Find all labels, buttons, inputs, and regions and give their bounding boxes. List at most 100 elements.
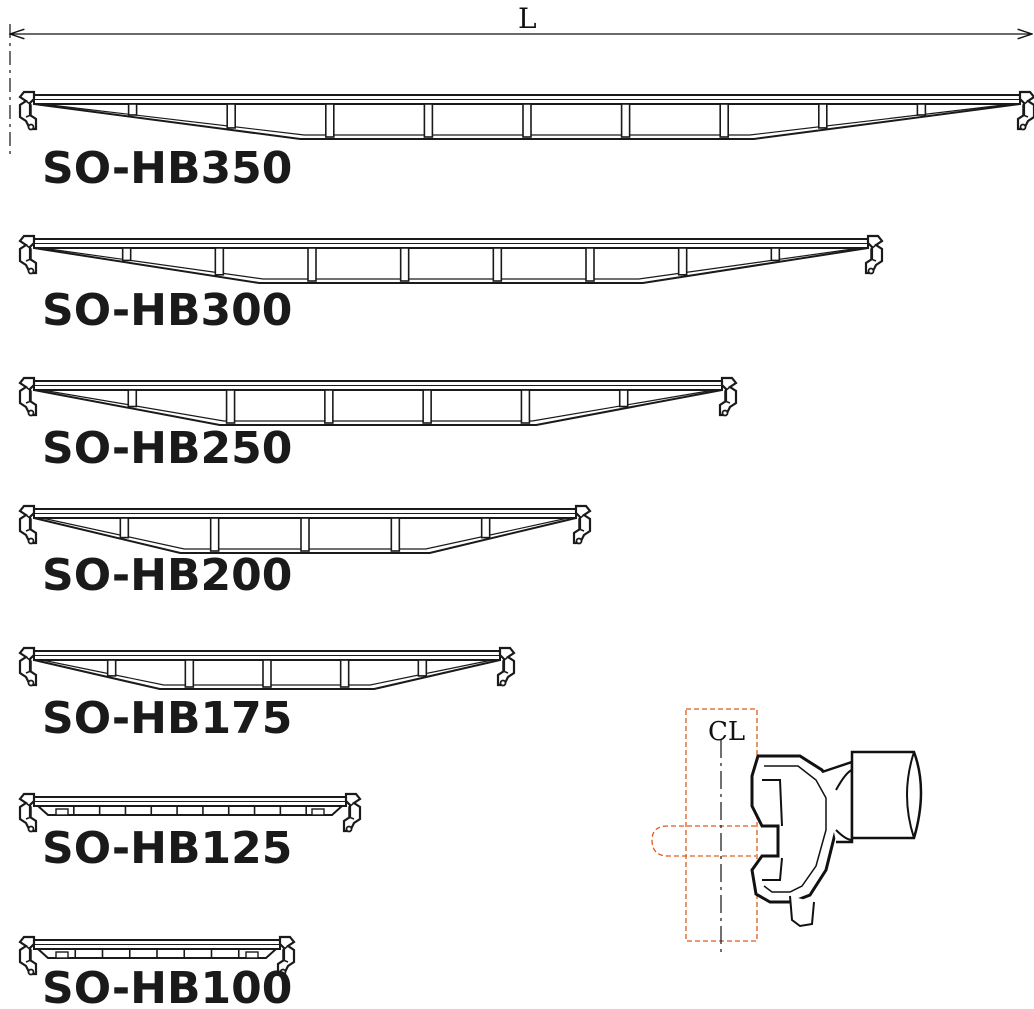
web-post <box>300 517 310 552</box>
end-coupler <box>1016 90 1034 131</box>
beam-hb250: SO-HB250 <box>18 376 738 474</box>
end-coupler <box>718 376 738 417</box>
bottom-chord <box>33 247 869 284</box>
web-post <box>916 103 927 116</box>
web-post <box>307 247 317 282</box>
coupler-jaw <box>572 504 592 545</box>
web-post <box>390 517 401 552</box>
end-coupler <box>496 646 516 687</box>
bottom-chord <box>37 805 343 816</box>
web-post <box>522 103 532 138</box>
web-post <box>399 247 410 282</box>
end-coupler <box>342 792 362 833</box>
web-post <box>262 659 272 688</box>
beam-hb200: SO-HB200 <box>18 504 592 601</box>
web-post <box>127 103 138 116</box>
coupler-pin <box>721 409 729 417</box>
web-post <box>770 247 781 262</box>
web-post <box>324 389 334 424</box>
bottom-chord <box>33 517 577 554</box>
beam-label: SO-HB100 <box>42 963 292 1009</box>
bottom-chord <box>33 389 723 426</box>
coupler-jaw <box>1016 90 1034 131</box>
bottom-chord <box>33 103 1021 140</box>
coupler-pin <box>279 968 287 976</box>
beam-hb175: SO-HB175 <box>18 646 516 744</box>
clamp-jaw-inner <box>763 765 827 893</box>
end-coupler <box>276 935 296 976</box>
web-post <box>324 103 335 138</box>
web-post <box>480 517 491 539</box>
clamp-neck <box>835 769 853 841</box>
web-post <box>520 389 531 424</box>
coupler-pin <box>575 537 583 545</box>
web-post <box>585 247 595 282</box>
coupler-jaw <box>718 376 738 417</box>
coupler-pin <box>27 267 35 275</box>
web-post <box>618 389 629 408</box>
web-post <box>492 247 503 282</box>
web-post <box>121 247 132 262</box>
beam-list: SO-HB350SO-HB300SO-HB250SO-HB200SO-HB175… <box>18 90 1034 1009</box>
dimension-label: L <box>518 2 537 35</box>
coupler-jaw <box>864 234 884 275</box>
web-post <box>214 247 225 276</box>
clamp-wedge <box>789 895 815 928</box>
beam-label: SO-HB125 <box>42 823 292 874</box>
beam-label: SO-HB250 <box>42 423 292 474</box>
coupler-jaw <box>18 234 38 275</box>
coupler-pin <box>27 537 35 545</box>
web-post <box>119 517 130 539</box>
web-post <box>423 103 434 138</box>
coupler-jaw <box>18 90 38 131</box>
horizontal-tube-outline <box>651 825 756 857</box>
end-coupler <box>18 90 38 131</box>
clamp-detail: CL <box>651 708 923 957</box>
centerline-label: CL <box>708 717 745 747</box>
coupler-pin <box>27 968 35 976</box>
beam-hb100: SO-HB100 <box>18 935 296 1009</box>
coupler-jaw <box>496 646 516 687</box>
end-coupler <box>18 376 38 417</box>
web-post <box>225 389 236 424</box>
end-plate <box>55 951 69 959</box>
coupler-jaw <box>18 935 38 976</box>
web-post <box>209 517 220 552</box>
coupler-pin <box>345 825 353 833</box>
beam-label: SO-HB350 <box>42 143 292 194</box>
beam-label: SO-HB175 <box>42 693 292 744</box>
clamp-jaw-lip <box>762 779 783 881</box>
coupler-jaw <box>18 646 38 687</box>
end-coupler <box>18 234 38 275</box>
end-plate <box>245 951 259 959</box>
coupler-jaw <box>342 792 362 833</box>
web-post <box>620 103 631 138</box>
web-post <box>106 659 117 677</box>
coupler-pin <box>27 825 35 833</box>
beam-hb300: SO-HB300 <box>18 234 884 336</box>
coupler-jaw <box>18 792 38 833</box>
web-post <box>339 659 350 688</box>
end-coupler <box>572 504 592 545</box>
tube-section-rim <box>906 751 915 839</box>
end-plate <box>311 808 325 816</box>
web-post <box>417 659 428 677</box>
beam-hb350: SO-HB350 <box>18 90 1034 194</box>
beam-hb125: SO-HB125 <box>18 792 362 874</box>
web-post <box>226 103 236 129</box>
end-coupler <box>18 935 38 976</box>
coupler-pin <box>27 409 35 417</box>
web-post <box>677 247 688 276</box>
web-post <box>127 389 138 408</box>
end-coupler <box>18 504 38 545</box>
length-dimension: L <box>10 2 1032 155</box>
coupler-jaw <box>18 504 38 545</box>
coupler-jaw <box>18 376 38 417</box>
coupler-pin <box>499 679 507 687</box>
end-coupler <box>18 646 38 687</box>
web-post <box>719 103 730 138</box>
beam-label: SO-HB300 <box>42 285 292 336</box>
coupler-pin <box>1019 123 1027 131</box>
bottom-chord <box>33 659 501 690</box>
